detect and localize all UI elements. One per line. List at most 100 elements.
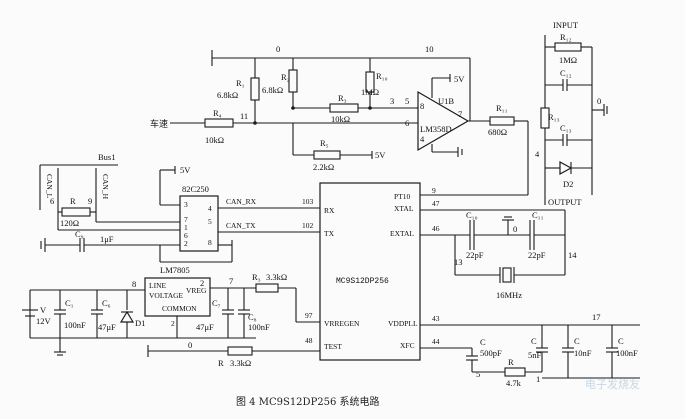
output-label: OUTPUT xyxy=(548,197,582,207)
io-ground-0: 0 xyxy=(597,96,601,106)
reg-common: COMMON xyxy=(162,304,197,313)
can-tx-label: CAN_TX xyxy=(226,221,256,230)
r3b-label: R₃ xyxy=(252,272,261,282)
r-bus-value: 120Ω xyxy=(60,218,79,228)
c5n-value: 5nF xyxy=(528,350,542,360)
reg-name: LM7805 xyxy=(160,265,190,275)
pin-97: 97 xyxy=(305,311,313,320)
can-bus-section: Bus1 CAN_L CAN_H 6 9 R 120Ω C₉ 1μF 5V xyxy=(39,152,191,252)
c9-value: 1μF xyxy=(100,234,114,244)
c13-label: C₁₃ xyxy=(560,123,572,133)
r4-value: 10kΩ xyxy=(205,135,224,145)
reg-line: LINE xyxy=(149,281,166,290)
c100n-value: 100nF xyxy=(616,348,638,358)
reg-vreg: VREG xyxy=(186,286,207,295)
opamp-name: LM358D xyxy=(420,124,452,134)
speed-label: 车速 xyxy=(150,118,168,129)
reg-pin-in: 8 xyxy=(132,279,136,289)
opamp-pin4: 4 xyxy=(420,134,425,144)
io-protection-network: INPUT R₁₂ 1MΩ C₁₂ 0 R₁₃ C₁₃ 4 D2 OUTPUT xyxy=(535,20,608,207)
c8-value: 100nF xyxy=(248,322,270,332)
pin-103: 103 xyxy=(302,197,314,206)
opamp-unit-label: U1B xyxy=(438,96,454,106)
mcu-pin-xfc: XFC xyxy=(400,341,415,350)
resistor-r12 xyxy=(554,42,582,52)
crystal-label: 16MHz xyxy=(496,290,522,300)
opamp-pin8: 8 xyxy=(420,101,424,111)
c100n-label: C xyxy=(618,336,624,346)
power-section: V 12V C₁ 100nF C₆ 47μF D1 8 LM7805 LINE … xyxy=(22,265,320,368)
net-17: 17 xyxy=(592,312,601,322)
reg-pin-out: 7 xyxy=(229,276,233,286)
pin-46: 46 xyxy=(432,224,440,233)
figure-caption: 图 4 MC9S12DP256 系统电路 xyxy=(236,395,380,408)
diode-d1 xyxy=(119,310,135,323)
r4-label: R₄ xyxy=(213,108,222,118)
resistor-r2 xyxy=(288,69,298,93)
reg-voltage: VOLTAGE xyxy=(149,291,184,300)
can-p3: 3 xyxy=(184,200,188,209)
pin-9: 9 xyxy=(432,186,436,195)
net-0-top: 0 xyxy=(276,44,280,54)
r12-value: 1MΩ xyxy=(559,55,577,65)
bus-pin9: 9 xyxy=(88,196,92,206)
d2-label: D2 xyxy=(563,179,573,189)
c8-label: C₈ xyxy=(248,312,257,322)
mcu-pin-test: TEST xyxy=(324,342,342,351)
mcu-pin-xtal: XTAL xyxy=(394,204,414,213)
net-14: 14 xyxy=(568,250,577,260)
can-p4: 4 xyxy=(208,204,212,213)
crystal-ground-0: 0 xyxy=(513,224,517,234)
r2-label: R₂ xyxy=(281,72,290,82)
c500-value: 500pF xyxy=(480,348,502,358)
can-p7: 7 xyxy=(184,215,188,224)
r10-value: 1MΩ xyxy=(361,87,379,97)
net-10: 10 xyxy=(425,44,434,54)
c1-value: 100nF xyxy=(64,320,86,330)
can-l-label: CAN_L xyxy=(45,174,54,199)
c10-label: C₁₀ xyxy=(466,210,478,220)
c11-label: C₁₁ xyxy=(532,210,544,220)
pin-44: 44 xyxy=(432,337,440,346)
net-5: 5 xyxy=(476,369,480,379)
can-p8: 8 xyxy=(208,238,212,247)
c1-label: C₁ xyxy=(65,298,74,308)
c9-label: C₉ xyxy=(75,229,84,239)
resistor-r-xfc xyxy=(504,367,526,377)
mcu-pin-vddpll: VDDPLL xyxy=(388,319,418,328)
pin-47: 47 xyxy=(432,199,440,208)
resistor-r5 xyxy=(313,150,341,160)
r1-value: 6.8kΩ xyxy=(217,90,238,100)
pll-filter-section: 17 C 500pF R 4.7k 5 C 5nF C 10nF C 100nF xyxy=(420,312,640,388)
c6-label: C₆ xyxy=(102,298,111,308)
net-2: 2 xyxy=(200,278,204,288)
opamp-pin5: 5 xyxy=(405,96,409,106)
r13-label: R₁₃ xyxy=(548,112,560,122)
r5-5v: 5V xyxy=(375,150,386,160)
bus-pin6: 6 xyxy=(50,196,54,206)
c12-label: C₁₂ xyxy=(560,68,572,78)
mcu-pin-rx: RX xyxy=(324,206,335,215)
c7-value: 47μF xyxy=(196,322,214,332)
chip-82c250: 82C250 3 7 1 6 2 4 5 8 CAN_RX CAN_TX 103… xyxy=(159,184,320,263)
c11-value: 22pF xyxy=(528,250,546,260)
opamp-pin3: 3 xyxy=(390,96,394,106)
c6-value: 47μF xyxy=(98,322,116,332)
battery-value: 12V xyxy=(36,316,52,326)
reg-pin-gnd: 2 xyxy=(171,319,175,328)
r-test-label: R xyxy=(218,358,224,368)
r-xfc-label: R xyxy=(508,357,514,367)
mcu-box xyxy=(319,182,421,361)
d1-label: D1 xyxy=(135,318,145,328)
mcu-pin-vrregen: VRREGEN xyxy=(324,319,360,328)
resistor-r-bus xyxy=(61,207,91,217)
resistor-r4 xyxy=(204,118,234,128)
bus1-label: Bus1 xyxy=(98,152,115,162)
crystal-section: C₁₀ 22pF C₁₁ 22pF 0 13 14 16MHz xyxy=(420,209,577,300)
resistor-r11 xyxy=(489,116,515,126)
can-p5: 5 xyxy=(208,217,212,226)
pin-43: 43 xyxy=(432,314,440,323)
resistor-r-test xyxy=(227,346,253,356)
